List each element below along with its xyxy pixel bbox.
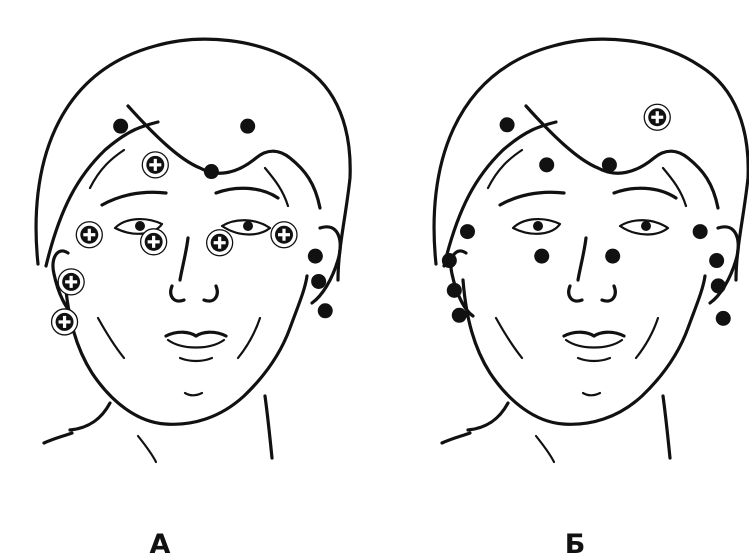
point-dot xyxy=(442,253,457,268)
point-dot xyxy=(711,278,726,293)
panel-label-a: А xyxy=(150,529,171,557)
point-dot xyxy=(318,303,333,318)
point-plus xyxy=(52,309,78,335)
point-plus xyxy=(271,222,297,248)
point-dot xyxy=(602,157,617,172)
point-dot xyxy=(311,274,326,289)
points-panel-b xyxy=(442,104,731,326)
point-dot xyxy=(308,249,323,264)
point-dot xyxy=(113,119,128,134)
point-dot xyxy=(447,283,462,298)
point-dot xyxy=(539,157,554,172)
point-dot xyxy=(709,253,724,268)
point-dot xyxy=(534,249,549,264)
point-plus xyxy=(141,229,167,255)
point-plus xyxy=(76,222,102,248)
point-plus xyxy=(644,104,670,130)
panel-a xyxy=(36,39,350,462)
point-dot xyxy=(500,117,515,132)
point-dot xyxy=(716,311,731,326)
point-plus xyxy=(142,152,168,178)
point-dot xyxy=(240,119,255,134)
point-dot xyxy=(460,224,475,239)
point-plus xyxy=(207,230,233,256)
point-dot xyxy=(605,249,620,264)
panel-b xyxy=(434,39,748,462)
point-dot xyxy=(204,164,219,179)
panel-label-b: Б xyxy=(565,529,586,557)
point-dot xyxy=(452,308,467,323)
point-dot xyxy=(693,224,708,239)
point-plus xyxy=(58,269,84,295)
points-panel-a xyxy=(52,119,333,335)
